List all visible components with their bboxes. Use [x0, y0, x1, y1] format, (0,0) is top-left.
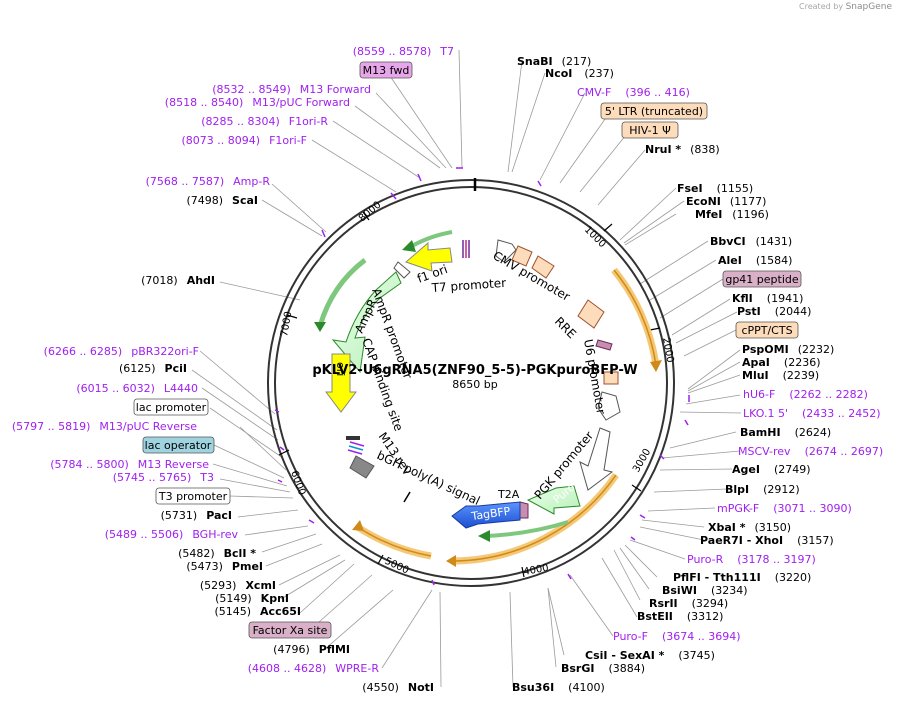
primer-f1ori-r: (8285 .. 8304)F1ori-R — [201, 115, 328, 128]
tick-label-6000: 6000 — [288, 469, 307, 497]
primer-puro-f: Puro-F(3674 .. 3694) — [613, 630, 741, 643]
snapgene-logo: SnapGene — [845, 2, 892, 12]
watermark-prefix: Created by — [799, 2, 844, 11]
primer-l4440: (6015 .. 6032)L4440 — [76, 382, 198, 395]
tick-label-7000: 7000 — [279, 311, 294, 338]
tick-label-4000: 4000 — [523, 563, 550, 578]
feature-m13-fwd: M13 fwd — [363, 64, 410, 77]
site-rsrii: RsrII(3294) — [649, 597, 728, 610]
primer-cmv-f: CMV-F(396 .. 416) — [577, 86, 690, 99]
site-bsu36i: Bsu36I(4100) — [512, 681, 605, 694]
primer-bgh-rev: (5489 .. 5506)BGH-rev — [105, 528, 239, 541]
site-bamhi: BamHI(2624) — [740, 426, 831, 439]
primer-mpgk-f: mPGK-F(3071 .. 3090) — [717, 502, 852, 515]
leader-lines — [191, 49, 742, 688]
feature-lac-promoter: lac promoter — [136, 401, 207, 414]
site-pmei: (5473)PmeI — [186, 560, 263, 573]
tick-label-5000: 5000 — [383, 556, 411, 577]
feature-lac-operator: lac operator — [145, 439, 212, 452]
site-kfli: KflI(1941) — [732, 292, 803, 305]
label-ampr: AmpR — [352, 297, 380, 335]
primer-m13-forward: (8532 .. 8549)M13 Forward — [212, 83, 371, 96]
primer-t7: (8559 .. 8578)T7 — [353, 45, 454, 58]
site-snabi: SnaBI(217) — [517, 55, 591, 68]
site-econi: EcoNI(1177) — [686, 195, 766, 208]
site-csii-sexai: CsiI - SexAI *(3745) — [585, 649, 715, 662]
primer-marks — [274, 167, 690, 586]
primer-lko1-5: LKO.1 5'(2433 .. 2452) — [743, 407, 881, 420]
backbone — [267, 178, 675, 587]
primer-puro-r: Puro-R(3178 .. 3197) — [687, 553, 816, 566]
feature-hiv-psi: HIV-1 Ψ — [629, 124, 671, 137]
watermark: Created by SnapGene — [799, 2, 892, 12]
site-xcmi: (5293)XcmI — [200, 579, 276, 592]
site-agei: AgeI(2749) — [732, 463, 811, 476]
site-paer7i-xhoi: PaeR7I - XhoI(3157) — [700, 534, 834, 547]
site-paci: (5731)PacI — [161, 509, 232, 522]
primer-pbr322ori-f: (6266 .. 6285)pBR322ori-F — [44, 345, 199, 358]
site-bsiwi: BsiWI(3234) — [662, 584, 748, 597]
site-scai: (7498)ScaI — [186, 194, 258, 207]
primer-amp-r: (7568 .. 7587)Amp-R — [146, 175, 271, 188]
site-nrui: NruI *(838) — [645, 143, 720, 156]
site-ahdi: (7018)AhdI — [141, 274, 215, 287]
feature-5-ltr: 5' LTR (truncated) — [605, 105, 703, 118]
site-ncoi: NcoI(237) — [545, 67, 614, 80]
site-xbai: XbaI *(3150) — [708, 521, 791, 534]
feature-factor-xa: Factor Xa site — [253, 624, 328, 637]
feature-t3-promoter: T3 promoter — [158, 490, 228, 503]
primer-m13-puc-forward: (8518 .. 8540)M13/pUC Forward — [165, 96, 350, 109]
site-psti: PstI(2044) — [737, 305, 811, 318]
site-blpi: BlpI(2912) — [725, 483, 800, 496]
site-kpni: (5149)KpnI — [215, 592, 289, 605]
primer-wpre-r: (4608 .. 4628)WPRE-R — [248, 662, 380, 675]
feature-gp41: gp41 peptide — [725, 273, 799, 286]
primer-t3: (5745 .. 5765)T3 — [113, 471, 214, 484]
inner-features — [314, 230, 621, 542]
site-pflfi-tth111i: PflFI - Tth111I(3220) — [673, 571, 811, 584]
feature-cppt: cPPT/CTS — [741, 324, 792, 337]
label-tagbfp: TagBFP — [470, 505, 512, 524]
tick-label-2000: 2000 — [660, 337, 675, 364]
tick-label-8000: 8000 — [357, 200, 384, 225]
primer-f1ori-f: (8073 .. 8094)F1ori-F — [182, 134, 308, 147]
site-pspomi: PspOMI(2232) — [742, 343, 834, 356]
label-t7-promoter: T7 promoter — [430, 276, 506, 295]
site-bsrgi: BsrGI(3884) — [561, 662, 645, 675]
label-rre: RRE — [552, 314, 579, 341]
plasmid-name: pKLV2-U6gRNA5(ZNF90_5-5)-PGKpuroBFP-W — [312, 363, 637, 378]
site-apai: ApaI(2236) — [742, 356, 820, 369]
site-noti: (4550)NotI — [362, 681, 434, 694]
site-mfei: MfeI(1196) — [695, 208, 769, 221]
primer-mscv-rev: MSCV-rev(2674 .. 2697) — [738, 445, 883, 458]
orf-arcs — [352, 267, 662, 567]
site-bsteii: BstEII(3312) — [637, 610, 723, 623]
primer-m13-reverse: (5784 .. 5800)M13 Reverse — [50, 458, 209, 471]
label-ori: ori — [334, 362, 347, 376]
site-pflmi: (4796)PflMI — [273, 643, 350, 656]
plasmid-length: 8650 bp — [452, 378, 497, 391]
site-pcii: (6125)PciI — [119, 362, 187, 375]
primer-m13-puc-reverse: (5797 .. 5819)M13/pUC Reverse — [12, 420, 197, 433]
site-bbvci: BbvCI(1431) — [710, 235, 792, 248]
site-mlui: MluI(2239) — [742, 369, 819, 382]
scale-ticks — [278, 211, 661, 578]
label-t2a: T2A — [497, 488, 520, 501]
site-fsei: FseI(1155) — [677, 182, 753, 195]
site-alei: AleI(1584) — [718, 254, 792, 267]
primer-hu6-f: hU6-F(2262 .. 2282) — [743, 388, 868, 401]
site-acc65i: (5145)Acc65I — [214, 605, 301, 618]
site-bcli: (5482)BclI * — [178, 547, 256, 560]
